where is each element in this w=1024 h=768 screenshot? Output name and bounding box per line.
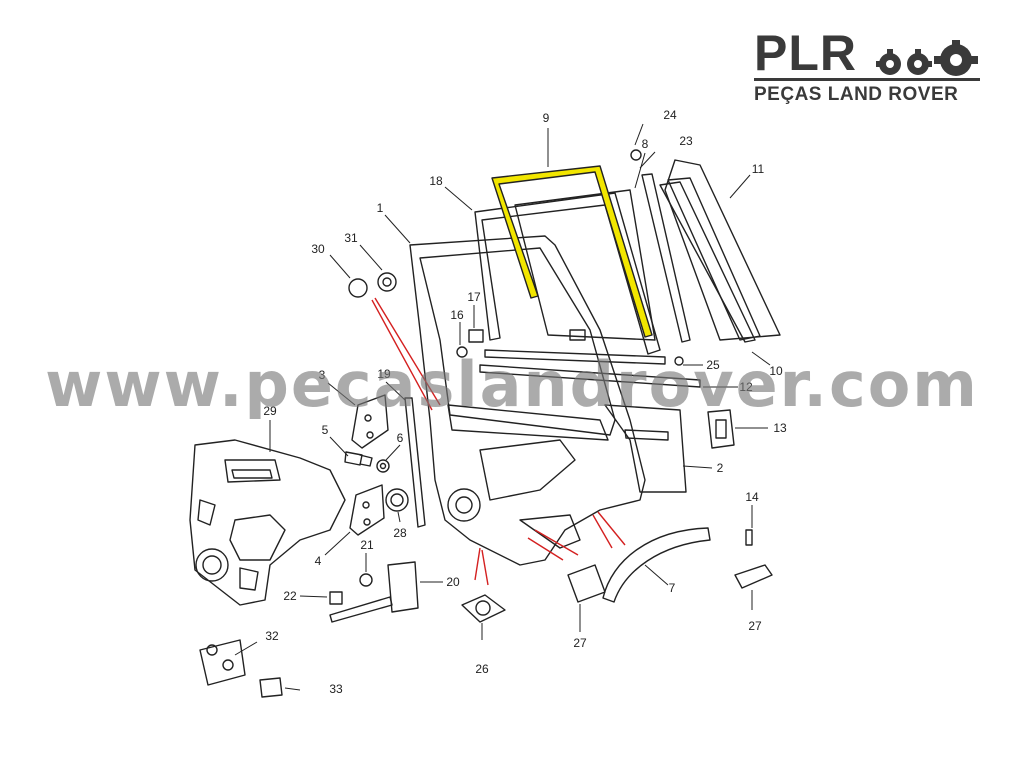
callout-c23: 23 [679, 134, 693, 148]
callout-c28: 28 [393, 526, 407, 540]
callout-c31: 31 [344, 231, 358, 245]
callout-c18: 18 [429, 174, 443, 188]
quarter-glass-frame [659, 181, 756, 343]
callout-c8: 8 [642, 137, 649, 151]
clip-17 [468, 329, 484, 343]
callout-c7: 7 [669, 581, 676, 595]
striker-bolt [259, 677, 283, 698]
quarter-glass [664, 159, 781, 341]
callout-c3: 3 [319, 368, 326, 382]
callout-c20: 20 [446, 575, 460, 589]
gear-icon [876, 40, 978, 76]
callout-c32: 32 [265, 629, 279, 643]
callout-c21: 21 [360, 538, 374, 552]
callout-c19: 19 [377, 367, 391, 381]
clip-16 [456, 346, 468, 358]
door-latch [707, 409, 735, 449]
door-trim-panel [189, 439, 346, 606]
callout-c10: 10 [769, 364, 783, 378]
striker-bracket [734, 564, 773, 589]
logo-rule [754, 78, 980, 81]
callout-c9: 9 [543, 111, 550, 125]
callout-c17: 17 [467, 290, 481, 304]
callout-c22: 22 [283, 589, 297, 603]
callout-c4: 4 [315, 554, 322, 568]
hinge-bolt [344, 451, 373, 467]
callout-c1: 1 [377, 201, 384, 215]
plr-logo: PLR PEÇAS LAND ROVER [752, 26, 984, 108]
callout-c33: 33 [329, 682, 343, 696]
callout-c6: 6 [397, 431, 404, 445]
pin-22 [329, 591, 343, 605]
callout-c27b: 27 [748, 619, 762, 633]
highlighted-window-seal [491, 165, 653, 338]
callout-c5: 5 [322, 423, 329, 437]
screw-24 [630, 149, 642, 161]
callout-c11: 11 [752, 162, 765, 176]
lower-hinge [349, 484, 385, 536]
door-glass [514, 189, 656, 341]
washer-31 [377, 272, 397, 292]
divider-channel [641, 173, 691, 343]
door-shell [409, 235, 646, 566]
callout-c30: 30 [311, 242, 325, 256]
callout-c29: 29 [263, 404, 277, 418]
callout-c16: 16 [450, 308, 464, 322]
upper-hinge [351, 394, 389, 449]
logo-tagline: PEÇAS LAND ROVER [754, 84, 959, 105]
callout-c27a: 27 [573, 636, 587, 650]
outer-door-skin [604, 404, 687, 493]
callout-c12: 12 [739, 380, 753, 394]
bolt-30 [348, 278, 368, 298]
waist-seal [479, 349, 701, 388]
door-striker [199, 639, 246, 686]
callout-c26: 26 [475, 662, 489, 676]
callout-c2: 2 [717, 461, 724, 475]
foam-pad [567, 564, 606, 603]
check-strap-bolt [359, 573, 373, 587]
vertical-seal-strip [404, 397, 426, 528]
callout-c24: 24 [663, 108, 677, 122]
callout-c13: 13 [773, 421, 787, 435]
drain-grommet [461, 594, 506, 623]
hinge-nut [376, 459, 390, 473]
grommet [385, 488, 409, 512]
clip-25 [674, 356, 684, 366]
door-check-strap [329, 561, 419, 623]
screw-14 [745, 529, 753, 546]
logo-brand: PLR [754, 25, 857, 81]
wheel-arch-trim [602, 527, 711, 603]
callout-c25: 25 [706, 358, 720, 372]
callout-c14: 14 [745, 490, 759, 504]
